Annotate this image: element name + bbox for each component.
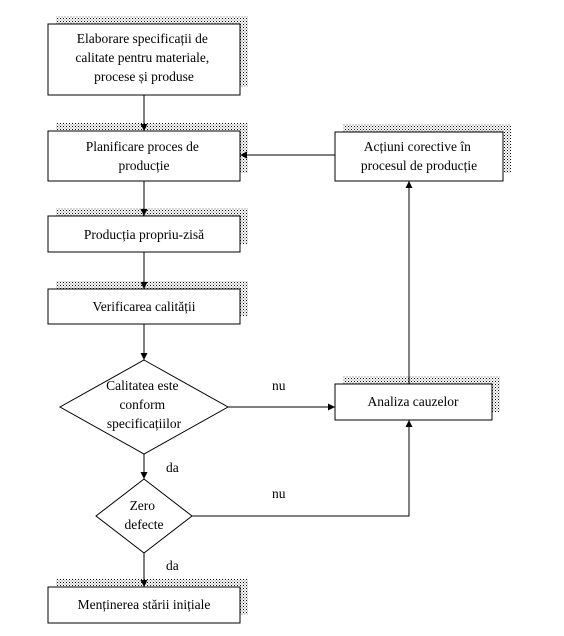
box-analiza-cauzelor-label: Analiza cauzelor	[367, 394, 459, 409]
box-actiuni-corective-line-1: Acțiuni corective în	[364, 139, 471, 154]
edge-label-da-1: da	[166, 460, 179, 475]
decision-calitate-conform: Calitatea este conform specificațiilor	[58, 359, 230, 455]
decision-calitate-conform-line-3: specificațiilor	[107, 416, 182, 431]
decision-calitate-conform-line-2: conform	[119, 397, 165, 412]
box-verificare: Verificarea calității	[47, 281, 248, 325]
svg-text:Acțiuni corective în pro: Acțiuni corective în procesul de producț…	[361, 139, 477, 173]
decision-zero-defecte: Zero defecte	[95, 478, 193, 554]
svg-text:Calitatea este conform: Calitatea este conform specificațiilor	[106, 378, 182, 431]
box-verificare-label: Verificarea calității	[92, 299, 195, 314]
box-mentinere-label: Menținerea stării inițiale	[78, 597, 211, 612]
box-specificatii-line-1: Elaborare specificații de	[77, 31, 208, 46]
box-actiuni-corective-line-2: procesul de producție	[361, 158, 477, 173]
svg-text:Analiza cauzelor: Analiza cauzelor	[367, 394, 459, 409]
box-planificare: Planificare proces de producție	[47, 123, 248, 182]
svg-text:Zero defecte: Zero defecte	[125, 498, 164, 532]
decision-calitate-conform-line-1: Calitatea este	[106, 378, 178, 393]
decision-zero-defecte-line-1: Zero	[130, 498, 156, 513]
box-specificatii: Elaborare specificații de calitate pentr…	[47, 16, 248, 96]
svg-text:Planificare proces de pr: Planificare proces de producție	[86, 139, 203, 173]
svg-text:Producția propriu-zisă: Producția propriu-zisă	[84, 227, 204, 242]
box-mentinere: Menținerea stării inițiale	[47, 579, 248, 624]
box-planificare-line-1: Planificare proces de	[86, 139, 199, 154]
box-productie: Producția propriu-zisă	[47, 208, 248, 253]
edge-label-nu-1: nu	[272, 378, 286, 393]
edge-label-nu-2: nu	[272, 486, 286, 501]
box-specificatii-line-3: procese și produse	[94, 69, 194, 84]
box-productie-label: Producția propriu-zisă	[84, 227, 204, 242]
box-planificare-line-2: producție	[119, 158, 170, 173]
box-actiuni-corective: Acțiuni corective în procesul de producț…	[334, 124, 511, 182]
edge-label-da-2: da	[166, 558, 179, 573]
decision-zero-defecte-line-2: defecte	[125, 517, 164, 532]
box-analiza-cauzelor: Analiza cauzelor	[334, 376, 500, 421]
svg-text:Menținerea stării inițiale: Menținerea stării inițiale	[78, 597, 211, 612]
svg-text:Verificarea calității: Verificarea calității	[92, 299, 195, 314]
box-specificatii-line-2: calitate pentru materiale,	[75, 50, 209, 65]
arrow-zero-nu-to-analiza	[192, 420, 413, 517]
svg-text:Elaborare specificații de: Elaborare specificații de calitate pentr…	[75, 31, 212, 84]
